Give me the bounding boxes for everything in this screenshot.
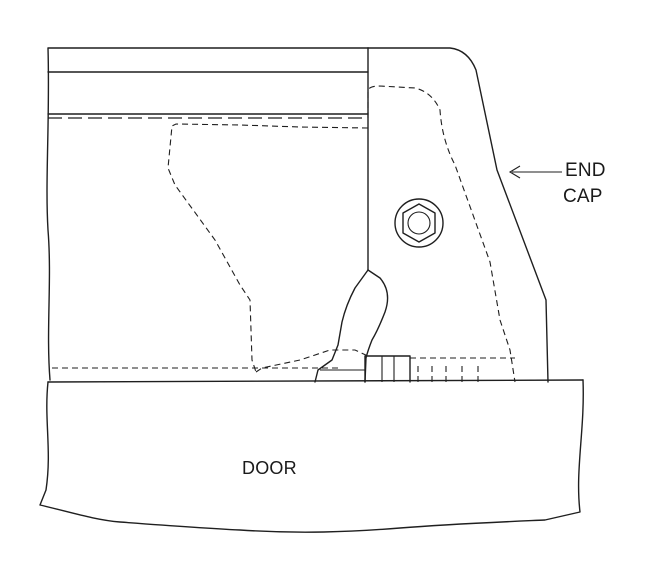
cutaway-break-left <box>314 269 369 383</box>
end-cap-outline <box>367 47 549 383</box>
end-cap-hidden-outline <box>367 85 516 383</box>
end-label: END <box>565 160 606 181</box>
door-top-line <box>47 379 584 383</box>
hidden-latch-lower <box>255 349 369 373</box>
door-outline <box>39 379 584 533</box>
cap-label: CAP <box>563 186 603 207</box>
cutaway-break <box>364 269 389 383</box>
bottom-block <box>364 355 411 383</box>
panel-outline <box>46 47 369 381</box>
hidden-latch-outline <box>167 123 369 373</box>
left-arrow-icon <box>508 165 562 179</box>
door-label: DOOR <box>242 458 297 478</box>
hex-bolt-icon <box>394 198 444 248</box>
